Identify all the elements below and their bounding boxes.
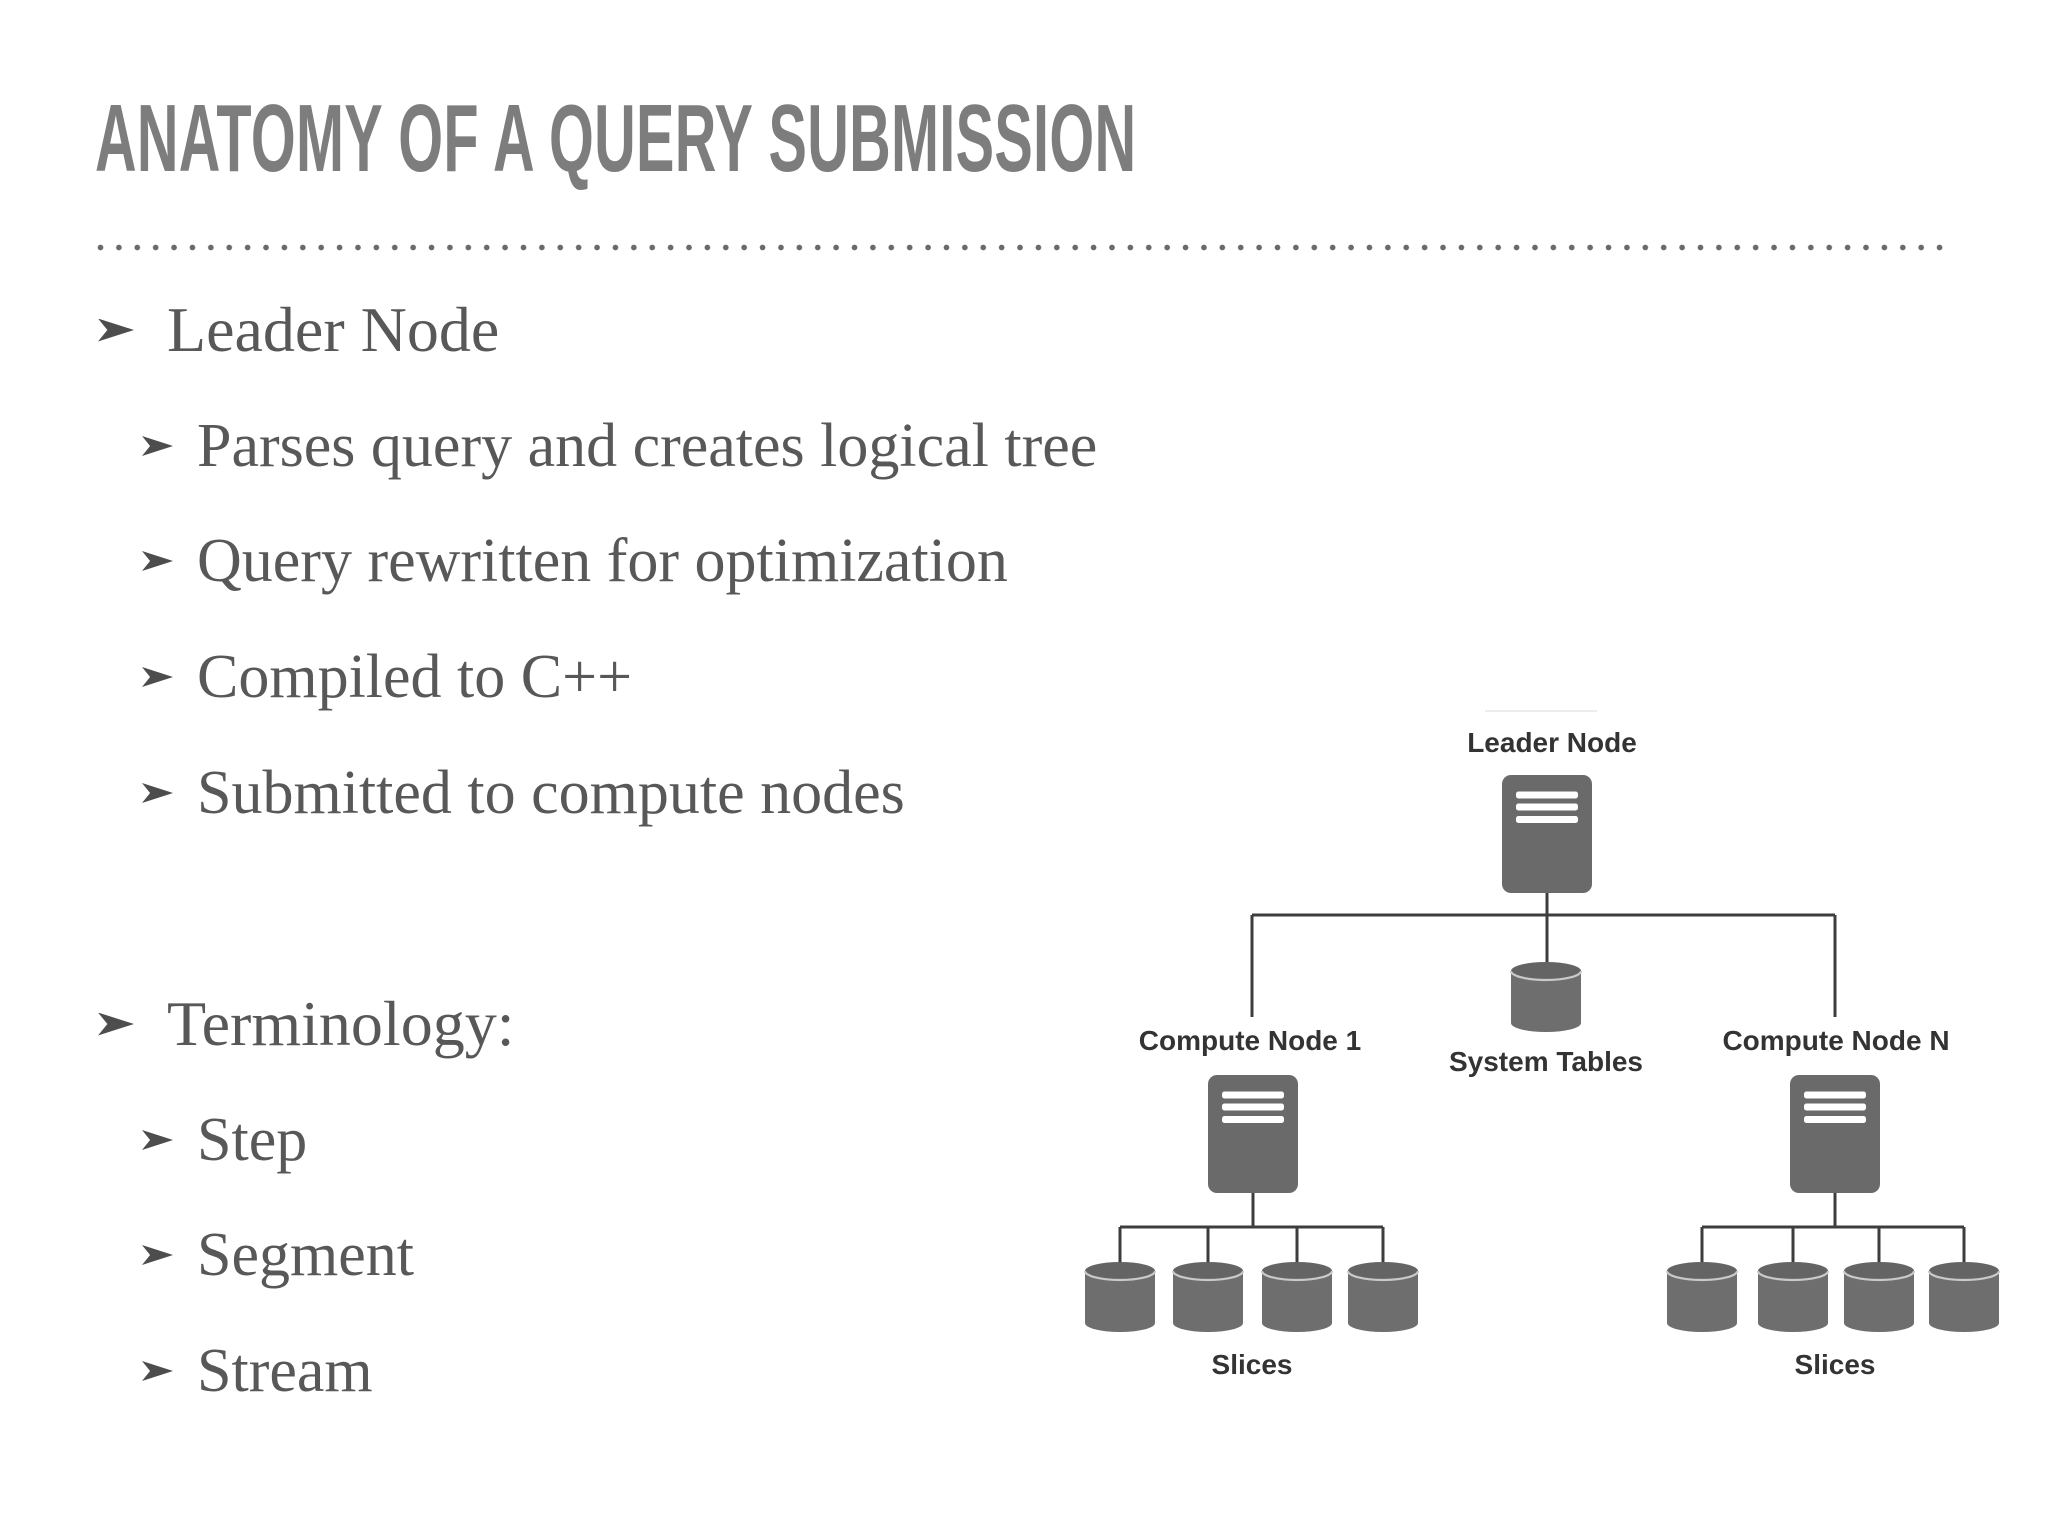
bullet-item-segment: Segment [142, 1220, 414, 1290]
bullet-text: Terminology: [167, 988, 515, 1059]
slice-cylinder-icon [1842, 1260, 1916, 1334]
bullet-arrow-icon [98, 318, 134, 342]
dotted-divider [96, 243, 1948, 252]
system-tables-label: System Tables [1448, 1046, 1644, 1077]
bullet-arrow-icon [142, 783, 173, 803]
bullet-arrow-icon [142, 1361, 173, 1381]
image-edge-artifact-line [1485, 710, 1597, 712]
bullet-item-parses-query: Parses query and creates logical tree [142, 411, 1097, 481]
bullet-text: Query rewritten for optimization [197, 527, 1008, 595]
bullet-item-stream: Stream [142, 1336, 373, 1406]
slices-right-label: Slices [1794, 1349, 1876, 1380]
bullet-text: Leader Node [167, 294, 500, 365]
compute-node-n-label: Compute Node N [1722, 1025, 1950, 1056]
slice-cylinder-icon [1083, 1260, 1157, 1334]
bullet-item-terminology: Terminology: [98, 989, 514, 1059]
cluster-architecture-diagram [1083, 710, 2001, 1334]
bullet-item-query-rewritten: Query rewritten for optimization [142, 526, 1008, 596]
slice-cylinder-icon [1927, 1260, 2001, 1334]
bullet-arrow-icon [142, 1245, 173, 1265]
compute-node-n-server-icon [1790, 1075, 1880, 1193]
slice-cylinder-icon [1171, 1260, 1245, 1334]
slice-cylinder-icon [1346, 1260, 1420, 1334]
bullet-arrow-icon [142, 436, 173, 456]
bullet-arrow-icon [142, 667, 173, 687]
bullet-item-step: Step [142, 1105, 307, 1175]
bullet-text: Step [197, 1106, 308, 1174]
page-title: ANATOMY OF A QUERY SUBMISSION [95, 85, 1137, 192]
slice-cylinder-icon [1756, 1260, 1830, 1334]
leader-node-label: Leader Node [1467, 727, 1637, 758]
bullet-arrow-icon [142, 1130, 173, 1150]
compute-node-1-label: Compute Node 1 [1138, 1025, 1362, 1056]
slice-cylinder-icon [1260, 1260, 1334, 1334]
bullet-text: Segment [197, 1221, 414, 1289]
slice-cylinder-icon [1665, 1260, 1739, 1334]
bullet-text: Submitted to compute nodes [197, 759, 905, 827]
bullet-item-compiled-cpp: Compiled to C++ [142, 642, 632, 712]
compute-node-1-server-icon [1208, 1075, 1298, 1193]
bullet-arrow-icon [142, 551, 173, 571]
bullet-text: Parses query and creates logical tree [197, 412, 1098, 480]
connector-lines [1118, 893, 1966, 1264]
system-tables-cylinder-icon [1509, 960, 1583, 1034]
bullet-item-submitted: Submitted to compute nodes [142, 758, 905, 828]
slices-left-label: Slices [1211, 1349, 1293, 1380]
leader-node-server-icon [1502, 775, 1592, 893]
bullet-text: Compiled to C++ [197, 643, 633, 711]
bullet-text: Stream [197, 1337, 373, 1405]
bullet-arrow-icon [98, 1012, 134, 1036]
bullet-item-leader-node: Leader Node [98, 295, 499, 365]
